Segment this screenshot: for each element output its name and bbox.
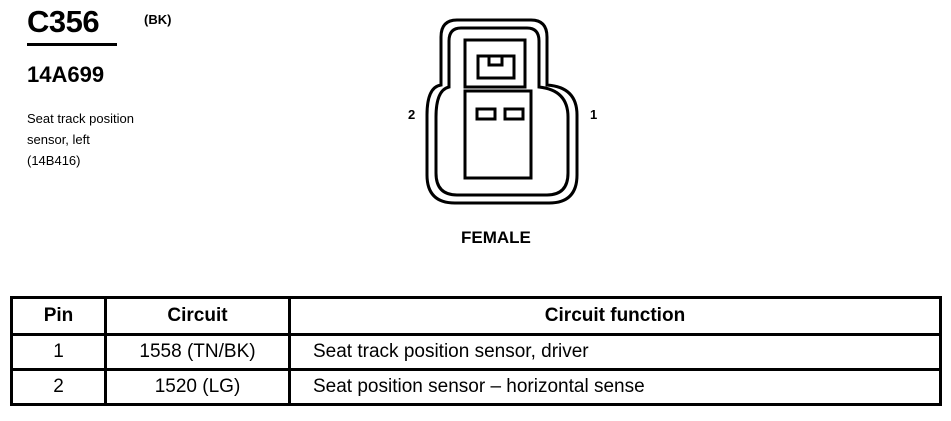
cell-pin: 2	[10, 368, 107, 406]
housing-outer	[425, 18, 579, 205]
lock-tab-slot	[487, 54, 504, 67]
terminal-cavity-1	[503, 107, 525, 121]
pin-label-right: 1	[590, 107, 598, 122]
view-label: FEMALE	[461, 228, 531, 247]
connector-id-underline	[27, 43, 117, 46]
cell-function: Seat position sensor – horizontal sense	[288, 368, 942, 406]
table-row: 1 1558 (TN/BK) Seat track position senso…	[10, 333, 942, 371]
connector-id: C356	[27, 4, 100, 39]
connector-face-drawing	[425, 18, 579, 205]
cell-function: Seat track position sensor, driver	[288, 333, 942, 371]
terminal-cavity-2	[475, 107, 497, 121]
terminal-block	[463, 89, 533, 180]
table-header-row: Pin Circuit Circuit function	[10, 296, 942, 336]
description-line: (14B416)	[27, 153, 81, 168]
table-row: 2 1520 (LG) Seat position sensor – horiz…	[10, 368, 942, 406]
cell-circuit: 1520 (LG)	[104, 368, 291, 406]
header-circuit-function: Circuit function	[288, 296, 942, 336]
pinout-table: Pin Circuit Circuit function 1 1558 (TN/…	[10, 296, 942, 406]
part-number: 14A699	[27, 62, 105, 87]
lock-tab	[463, 38, 527, 89]
header-pin: Pin	[10, 296, 107, 336]
pin-label-left: 2	[408, 107, 416, 122]
description-line: Seat track position	[27, 111, 134, 126]
component-description: Seat track position sensor, left (14B416…	[27, 108, 134, 171]
description-line: sensor, left	[27, 132, 90, 147]
cell-pin: 1	[10, 333, 107, 371]
header-circuit: Circuit	[104, 296, 291, 336]
housing-inner	[434, 26, 570, 197]
cell-circuit: 1558 (TN/BK)	[104, 333, 291, 371]
connector-color: (BK)	[144, 12, 172, 27]
